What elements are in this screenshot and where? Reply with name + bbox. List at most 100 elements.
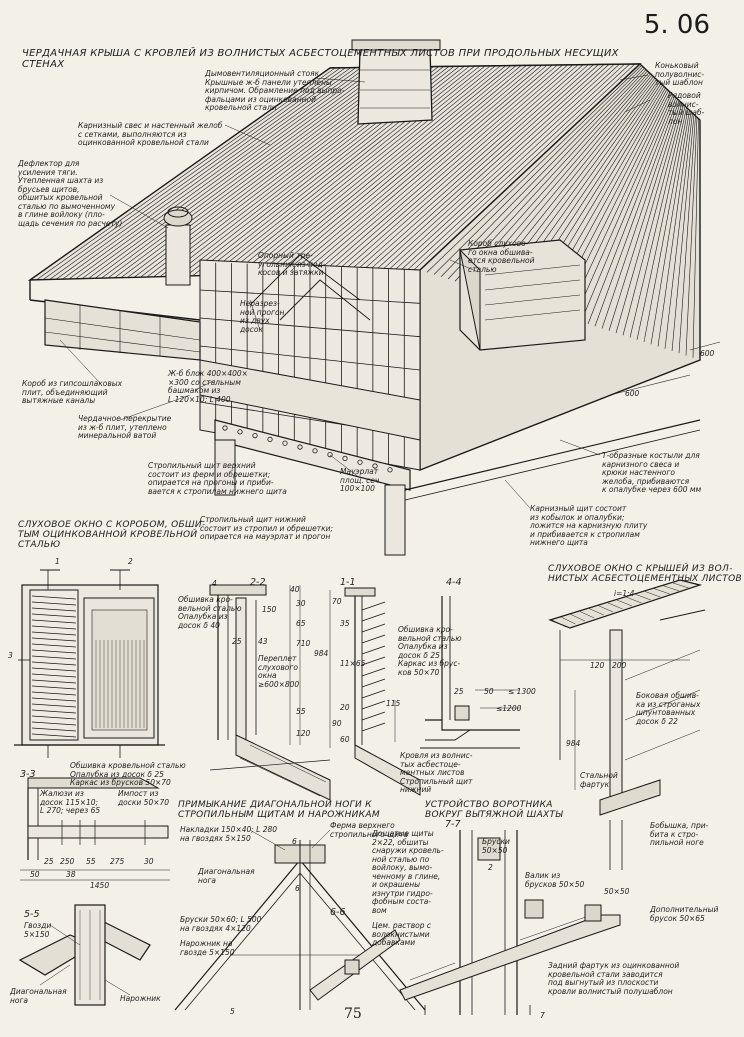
dim-50: 50 (484, 687, 494, 696)
label-impost: Импост из доски 50×70 (118, 789, 170, 807)
label-upper-panel: Стропильный щит верхний состоит из ферм … (148, 461, 287, 496)
section-label-5-5: 5-5 (24, 909, 40, 920)
shaft-collar (399, 830, 621, 1015)
label-eave-gutter: Карнизный свес и настенный желоб с сетка… (78, 121, 223, 147)
dim-25: 25 (232, 637, 242, 646)
section-3-3 (20, 777, 170, 881)
label-plank-shields: Дощатые щиты 2×22, обшиты снаружи кровел… (372, 829, 444, 915)
section-label-1-1: 1-1 (340, 577, 356, 588)
label-side-skin: Боковая обшив- ка из строганых шпунтован… (636, 691, 701, 726)
label-dormer-box-note: Короб слухово- го окна обшива- ется кров… (468, 239, 535, 274)
heading-dormer-roof: СЛУХОВОЕ ОКНО С КРЫШЕЙ ИЗ ВОЛ- НИСТЫХ АС… (548, 564, 742, 584)
sheet-number: 5. 06 (643, 10, 710, 40)
dim-50x50: 50×50 (604, 887, 630, 896)
section-2-2 (209, 584, 331, 801)
label-s33-note: Обшивка кровельной сталью Опалубка из до… (70, 761, 186, 787)
dim-120-b: 120 (590, 661, 605, 670)
label-deflector: Дефлектор для усиления тяги. Утепленная … (18, 159, 123, 228)
dim-40: 40 (290, 585, 300, 594)
main-heading: ЧЕРДАЧНАЯ КРЫША С КРОВЛЕЙ ИЗ ВОЛНИСТЫХ А… (22, 48, 619, 70)
dim-38: 38 (66, 870, 76, 879)
folio-number: 75 (344, 1006, 362, 1022)
dim-slope: i=1:4 (614, 589, 635, 598)
heading-dormer-box: СЛУХОВОЕ ОКНО С КОРОБОМ, ОБШИ- ТЫМ ОЦИНК… (18, 520, 206, 550)
section-label-7-7: 7-7 (445, 819, 461, 830)
label-roof-sheets: Кровля из волнис- тых асбестоце- ментных… (400, 751, 473, 794)
cut-4: 4 (212, 579, 217, 588)
dim-6: 6 (292, 837, 297, 846)
dim-600-b: 600 (700, 349, 715, 358)
dim-70: 70 (332, 597, 342, 606)
dim-600: 600 (625, 389, 640, 398)
label-gypsum-box: Короб из гипсошлаковых плит, объединяющи… (22, 379, 123, 405)
label-row-sheet: Рядовой волнис- тый шаб- лон (668, 91, 705, 126)
cut-1: 1 (55, 557, 60, 566)
dim-984-b: 984 (566, 739, 581, 748)
cut-2: 2 (128, 557, 133, 566)
label-ridge-template: Коньковый полуволнис- тый шаблон (655, 61, 705, 87)
dim-200: 200 (612, 661, 627, 670)
label-overlays: Накладки 150×40; L 280 на гвоздях 5×150 (180, 825, 278, 843)
dim-43: 43 (258, 637, 268, 646)
label-nails-5-5: Гвозди 5×150 (24, 921, 52, 939)
section-label-4-4: 4-4 (446, 577, 462, 588)
dim-30: 30 (296, 599, 306, 608)
dormer-elevation (14, 569, 165, 758)
label-chimney: Дымовентиляционный стояк Крышные ж-б пан… (205, 69, 345, 112)
label-rc-block: Ж-б блок 400×400× ×300 со стальным башма… (168, 369, 248, 404)
dim-20: 20 (340, 703, 350, 712)
label-narozhnik: Нарожник (120, 994, 161, 1003)
label-back-apron: Задний фартук из оцинкованной кровельной… (548, 961, 680, 996)
label-jamb: Бобышка, при- бита к стро- пильной ноге (650, 821, 709, 847)
label-roll: Валик из брусков 50×50 (525, 871, 585, 889)
label-t-brackets: Т-образные костыли для карнизного свеса … (602, 451, 702, 494)
section-label-3-3: 3-3 (20, 769, 36, 780)
label-steel-apron: Стальной фартук (580, 771, 618, 789)
dormer-ac-roof (548, 579, 706, 870)
section-label-6-6: 6-6 (330, 907, 346, 918)
dim-2: 2 (488, 863, 493, 872)
label-steel-skin: Обшивка кро- вельной сталью Опалубка из … (178, 595, 242, 630)
dim-25-b: 25 (454, 687, 464, 696)
heading-collar: УСТРОЙСТВО ВОРОТНИКА ВОКРУГ ВЫТЯЖНОЙ ШАХ… (425, 800, 563, 820)
dim-25-c: 25 (44, 857, 54, 866)
dim-710: 710 (296, 639, 311, 648)
dim-65: 65 (296, 619, 306, 628)
heading-diagonal: ПРИМЫКАНИЕ ДИАГОНАЛЬНОЙ НОГИ К СТРОПИЛЬН… (178, 800, 380, 820)
label-bars-7-7: Бруски 50×50 (482, 837, 510, 855)
cut-6: 6 (295, 884, 300, 893)
label-support-triangle: Опорный тре- угольник из под- косов и за… (258, 251, 326, 277)
dim-984: 984 (314, 649, 329, 658)
dim-35: 35 (340, 619, 350, 628)
label-diag-leg-2: Диагональная нога (198, 867, 255, 885)
label-louvers: Жалюзи из досок 115×10; L 270; через 65 (40, 789, 101, 815)
label-lower-panel: Стропильный щит нижний состоит из стропи… (200, 515, 334, 541)
label-binding: Переплет слухового окна ≥600×800 (258, 654, 300, 689)
dim-1200: ≤1200 (496, 704, 522, 713)
cut-5: 5 (230, 1007, 235, 1016)
label-cem-mortar: Цем. раствор с волокнистыми добавками (372, 921, 431, 947)
dim-60: 60 (340, 735, 350, 744)
section-4-4 (420, 596, 520, 749)
dim-120: 120 (296, 729, 311, 738)
label-attic-floor: Чердачное перекрытие из ж-б плит, утепле… (78, 414, 172, 440)
dim-55-b: 55 (86, 857, 96, 866)
dim-150: 150 (262, 605, 277, 614)
cut-3: 3 (8, 651, 13, 660)
label-mauerlat: Мауэрлат площ. сеч. 100×100 (340, 467, 382, 493)
diagonal-junction (174, 829, 426, 1011)
section-1-1 (329, 587, 421, 796)
dim-115: 115 (386, 699, 401, 708)
dim-1300: ≤ 1300 (508, 687, 536, 696)
dim-55: 55 (296, 707, 306, 716)
label-purlin: Неразрез- ной прогон из двух досок (240, 299, 285, 334)
dim-250: 250 (60, 857, 75, 866)
label-narozhnik-nail: Нарожник на гвозде 5×150 (180, 939, 235, 957)
label-extra-bar: Дополнительный брусок 50×65 (650, 905, 719, 923)
label-bars: Бруски 50×60; L 500 на гвоздях 4×120 (180, 915, 262, 933)
cut-7: 7 (540, 1011, 545, 1020)
dim-50-b: 50 (30, 870, 40, 879)
label-diag-leg: Диагональная нога (10, 987, 67, 1005)
